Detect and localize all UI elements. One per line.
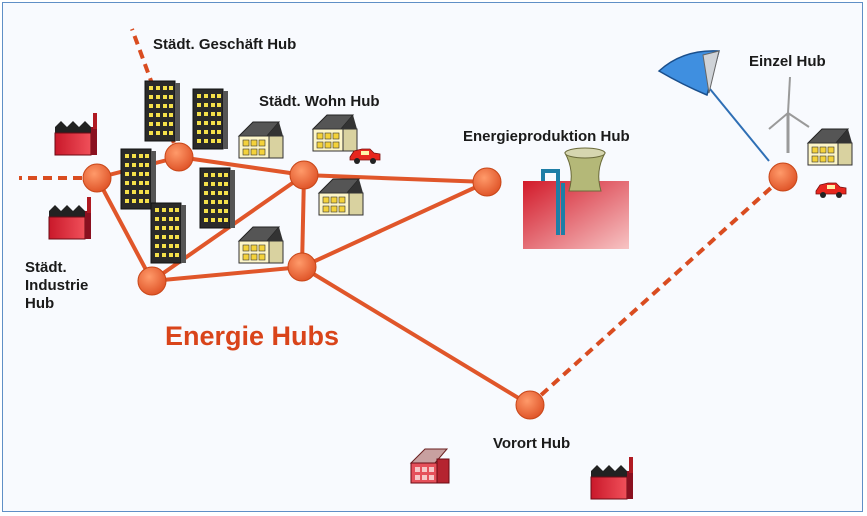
hub-vorort <box>515 390 545 420</box>
hub-wohn <box>289 160 319 190</box>
hub-energieproduktion <box>472 167 502 197</box>
hub-city-south <box>137 266 167 296</box>
hub-geschaeft <box>164 142 194 172</box>
label-geschaeft-hub: Städt. Geschäft Hub <box>153 36 297 53</box>
hub-einzel <box>768 162 798 192</box>
suburban-house-icon <box>409 448 450 484</box>
wind-turbine-icon <box>768 76 810 153</box>
link-vorort-einzel <box>528 175 785 407</box>
label-wohn-hub: Städt. Wohn Hub <box>259 93 380 110</box>
hub-wohn-south <box>287 252 317 282</box>
label-industrie-hub: Städt. Industrie Hub <box>25 259 89 312</box>
diagram-title: Energie Hubs <box>165 321 340 351</box>
energy-hub-network <box>19 28 853 500</box>
solar-collector-icon <box>657 50 770 162</box>
hub-industrie <box>82 163 112 193</box>
label-einzel-hub: Einzel Hub <box>749 53 826 70</box>
label-energieproduktion-hub: Energieproduktion Hub <box>463 128 630 145</box>
power-plant-icon <box>523 147 629 249</box>
label-vorort-hub: Vorort Hub <box>493 435 571 452</box>
